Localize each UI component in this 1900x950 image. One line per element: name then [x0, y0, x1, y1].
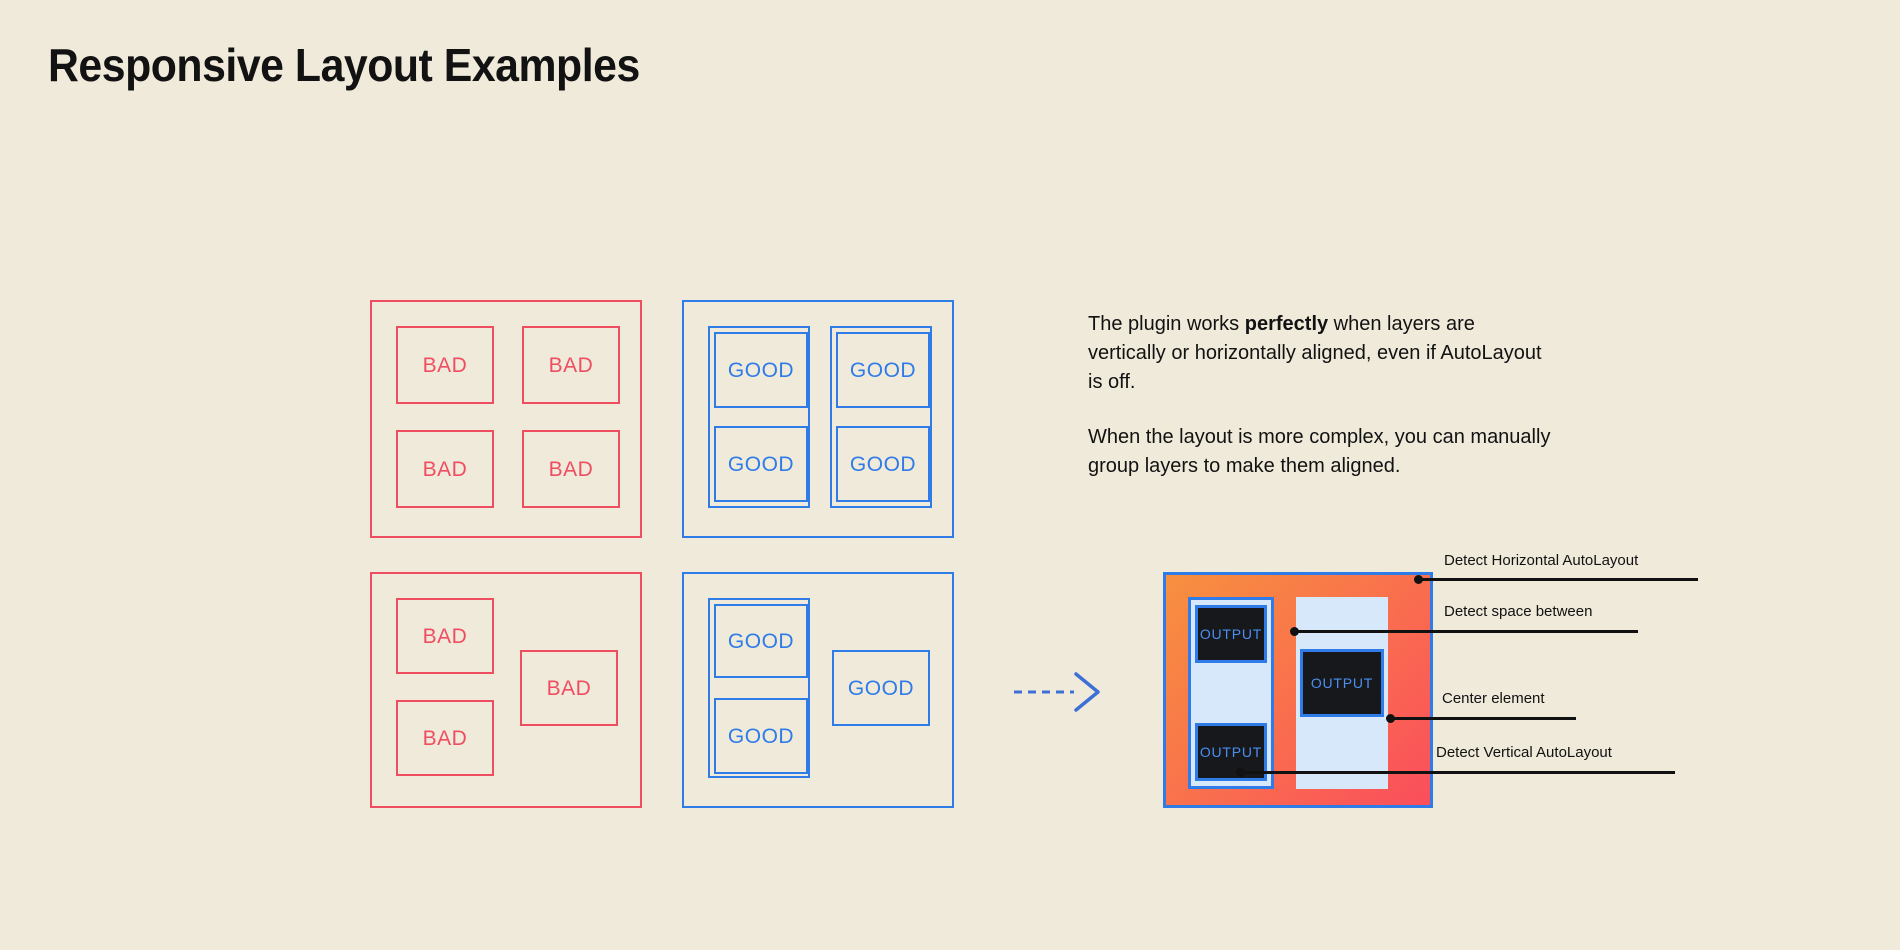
- good-cell: GOOD: [714, 332, 808, 408]
- annotation-line: [1390, 717, 1576, 720]
- page-title: Responsive Layout Examples: [48, 39, 640, 91]
- bad-cell-label: BAD: [422, 726, 468, 750]
- paragraph-1-part-1: The plugin works: [1088, 313, 1245, 335]
- bad-cell: BAD: [396, 598, 494, 674]
- good-cell-label: GOOD: [849, 452, 917, 476]
- output-box: OUTPUT: [1195, 605, 1267, 663]
- good-column-group: GOOD GOOD: [708, 326, 810, 508]
- annotation-label: Center element: [1442, 690, 1545, 707]
- bad-cell-label: BAD: [422, 353, 468, 377]
- paragraph-2: When the layout is more complex, you can…: [1088, 426, 1551, 477]
- bad-cell: BAD: [396, 430, 494, 508]
- good-cell: GOOD: [836, 332, 930, 408]
- bad-cell-label: BAD: [548, 457, 594, 481]
- bad-cell: BAD: [522, 326, 620, 404]
- good-column-group: GOOD GOOD: [708, 598, 810, 778]
- paragraph-1: The plugin works perfectly when layers a…: [1088, 310, 1558, 397]
- annotation-label: Detect Vertical AutoLayout: [1436, 744, 1612, 761]
- bad-grid-top: BAD BAD BAD BAD: [370, 300, 642, 538]
- bad-cell-label: BAD: [422, 624, 468, 648]
- good-cell-label: GOOD: [849, 358, 917, 382]
- output-label: OUTPUT: [1310, 675, 1374, 691]
- paragraph-1-emphasis: perfectly: [1244, 313, 1329, 335]
- bad-grid-bottom: BAD BAD BAD: [370, 572, 642, 808]
- left-group-border: [1188, 597, 1274, 789]
- good-cell: GOOD: [832, 650, 930, 726]
- good-cell-label: GOOD: [847, 676, 915, 700]
- good-cell-label: GOOD: [727, 724, 795, 748]
- output-label: OUTPUT: [1199, 626, 1263, 642]
- bad-cell-label: BAD: [548, 353, 594, 377]
- good-cell: GOOD: [836, 426, 930, 502]
- description-text: The plugin works perfectly when layers a…: [1088, 310, 1558, 507]
- annotation-line: [1240, 771, 1675, 774]
- bad-cell: BAD: [396, 326, 494, 404]
- annotation-label: Detect Horizontal AutoLayout: [1444, 552, 1639, 569]
- good-grid-bottom: GOOD GOOD GOOD: [682, 572, 954, 808]
- annotation-line: [1418, 578, 1698, 581]
- bad-cell-label: BAD: [546, 676, 592, 700]
- bad-cell: BAD: [520, 650, 618, 726]
- bad-cell: BAD: [522, 430, 620, 508]
- dashed-arrow-right-icon: [1014, 672, 1100, 712]
- good-cell: GOOD: [714, 426, 808, 502]
- good-cell-label: GOOD: [727, 452, 795, 476]
- bad-cell-label: BAD: [422, 457, 468, 481]
- good-column-group: GOOD GOOD: [830, 326, 932, 508]
- good-cell-label: GOOD: [727, 629, 795, 653]
- good-cell: GOOD: [714, 698, 808, 774]
- output-label: OUTPUT: [1199, 744, 1263, 760]
- output-box: OUTPUT: [1300, 649, 1384, 717]
- good-cell: GOOD: [714, 604, 808, 678]
- annotation-label: Detect space between: [1444, 603, 1593, 620]
- bad-cell: BAD: [396, 700, 494, 776]
- paragraph-1-part-2: when layers are vertically or horizontal…: [1088, 313, 1542, 393]
- good-grid-top: GOOD GOOD GOOD GOOD: [682, 300, 954, 538]
- detect-diagram: OUTPUT OUTPUT OUTPUT: [1163, 572, 1433, 808]
- annotation-line: [1294, 630, 1638, 633]
- good-cell-label: GOOD: [727, 358, 795, 382]
